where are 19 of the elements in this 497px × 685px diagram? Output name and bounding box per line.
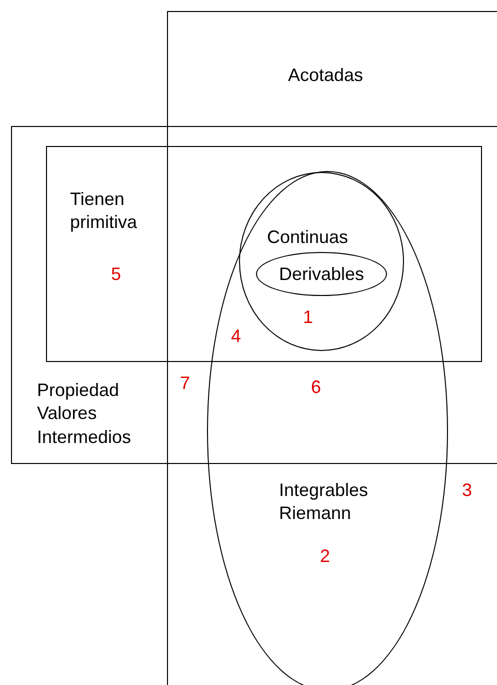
region-number: 7 [180,374,190,392]
set-label: Integrables Riemann [279,479,370,526]
region-number: 1 [303,308,314,326]
set-region [167,11,497,685]
set-label: Tienen primitiva [70,188,138,234]
region-number: 2 [320,547,330,565]
set-label: Propiedad Valores Intermedios [37,379,132,449]
set-region [239,172,404,351]
set-region [207,171,448,685]
region-number: 6 [311,378,322,396]
set-label: Continuas [267,226,350,249]
region-number: 5 [111,265,122,283]
region-number: 4 [231,327,242,345]
set-label: Acotadas [288,64,364,87]
set-region [256,252,387,296]
region-number: 3 [462,481,472,499]
set-region [11,126,497,464]
set-region [46,146,482,362]
set-label: Derivables [278,263,366,286]
